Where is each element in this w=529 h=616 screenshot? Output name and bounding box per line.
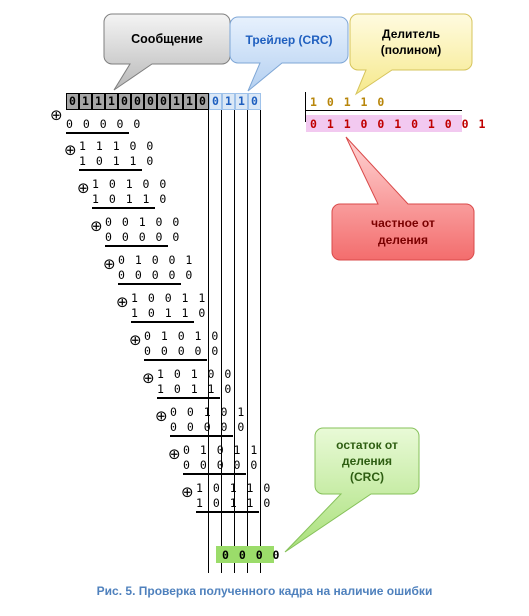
message-callout-label: Сообщение (131, 32, 203, 46)
subtraction-underline (66, 132, 129, 134)
division-row: 0 1 0 0 1 (118, 253, 194, 267)
xor-icon: ⊕ (50, 106, 63, 124)
message-bit: 0 (66, 93, 79, 110)
division-row: 1 0 1 0 0 (92, 177, 168, 191)
subtraction-underline (183, 473, 246, 475)
message-callout: Сообщение (104, 14, 230, 64)
column-guide-line (234, 110, 235, 573)
xor-icon: ⊕ (129, 331, 142, 349)
quotient-callout-line2: деления (377, 233, 429, 247)
divisor-callout-line1: Делитель (382, 27, 440, 41)
division-row: 1 0 1 1 0 (196, 496, 272, 510)
xor-icon: ⊕ (77, 179, 90, 197)
trailer-bit: 1 (222, 93, 235, 110)
column-guide-line (208, 110, 209, 573)
subtraction-underline (118, 283, 181, 285)
division-row: 1 1 1 0 0 (79, 139, 155, 153)
division-row: 1 0 1 1 0 (79, 154, 155, 168)
xor-icon: ⊕ (64, 141, 77, 159)
divisor-underline (305, 110, 462, 111)
quotient-callout-line1: частное от (371, 216, 435, 230)
xor-icon: ⊕ (116, 293, 129, 311)
remainder-box (216, 546, 274, 563)
remainder-callout-shape (284, 427, 420, 553)
division-row: 0 1 0 1 0 (144, 329, 220, 343)
division-row: 1 0 1 1 0 (196, 481, 272, 495)
figure-caption: Рис. 5. Проверка полученного кадра на на… (96, 584, 433, 598)
division-row: 0 0 0 0 0 (66, 117, 142, 131)
column-guide-line (221, 110, 222, 573)
xor-icon: ⊕ (181, 483, 194, 501)
divisor-callout-shape (349, 13, 473, 96)
division-separator (305, 92, 306, 122)
trailer-callout-label: Трейлер (CRC) (245, 33, 333, 47)
division-row: 1 0 1 1 0 (157, 382, 233, 396)
subtraction-underline (144, 359, 207, 361)
remainder-callout-line1: остаток от (336, 438, 398, 452)
xor-icon: ⊕ (142, 369, 155, 387)
message-bit: 0 (196, 93, 209, 110)
message-bit: 1 (79, 93, 92, 110)
subtraction-underline (196, 511, 259, 513)
column-guide-line (247, 110, 248, 573)
quotient-callout-shape (331, 136, 475, 261)
division-row: 1 0 0 1 1 (131, 291, 207, 305)
quotient-box (306, 115, 462, 132)
division-row: 0 0 0 0 0 (144, 344, 220, 358)
division-row: 0 0 1 0 1 (170, 405, 246, 419)
message-bit: 1 (170, 93, 183, 110)
xor-icon: ⊕ (90, 217, 103, 235)
column-guide-line (260, 110, 261, 573)
quotient-value: 0 1 1 0 0 1 0 1 0 0 1 (310, 117, 487, 131)
message-callout-shape (103, 13, 231, 91)
division-row: 0 0 0 0 0 (170, 420, 246, 434)
trailer-bit: 0 (248, 93, 261, 110)
remainder-value: 0 0 0 0 (222, 548, 281, 562)
trailer-callout: Трейлер (CRC) (230, 17, 348, 63)
message-bit: 1 (105, 93, 118, 110)
divisor-value: 1 0 1 1 0 (310, 95, 386, 109)
division-row: 0 1 0 1 1 (183, 443, 259, 457)
divisor-callout: Делитель (полином) (350, 14, 472, 70)
remainder-callout-line2: деления (341, 454, 393, 468)
subtraction-underline (170, 435, 233, 437)
division-row: 1 0 1 0 0 (157, 367, 233, 381)
remainder-callout-line3: (CRC) (350, 470, 384, 484)
division-row: 0 0 0 0 0 (183, 458, 259, 472)
division-row: 1 0 1 1 0 (92, 192, 168, 206)
message-bit: 1 (183, 93, 196, 110)
subtraction-underline (79, 169, 142, 171)
xor-icon: ⊕ (168, 445, 181, 463)
trailer-bit: 1 (235, 93, 248, 110)
message-bit: 0 (144, 93, 157, 110)
trailer-bit: 0 (209, 93, 222, 110)
xor-icon: ⊕ (155, 407, 168, 425)
division-row: 0 0 0 0 0 (105, 230, 181, 244)
message-bit: 0 (131, 93, 144, 110)
subtraction-underline (157, 397, 220, 399)
xor-icon: ⊕ (103, 255, 116, 273)
remainder-callout: остаток от деления (CRC) (315, 428, 419, 494)
trailer-callout-shape (229, 16, 349, 92)
message-bit: 0 (157, 93, 170, 110)
message-bit: 1 (92, 93, 105, 110)
subtraction-underline (92, 207, 155, 209)
division-row: 1 0 1 1 0 (131, 306, 207, 320)
quotient-callout: частное от деления (332, 204, 474, 260)
divisor-callout-line2: (полином) (380, 43, 442, 57)
division-row: 0 0 0 0 0 (118, 268, 194, 282)
subtraction-underline (105, 245, 168, 247)
message-bit: 0 (118, 93, 131, 110)
subtraction-underline (131, 321, 194, 323)
division-row: 0 0 1 0 0 (105, 215, 181, 229)
